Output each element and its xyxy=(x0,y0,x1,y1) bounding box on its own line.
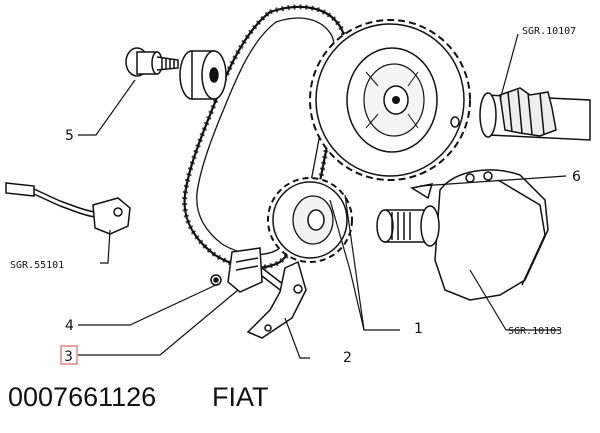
ref-label-sgr-55101: SGR.55101 xyxy=(10,260,64,271)
leader-lines xyxy=(78,33,567,359)
callout-3-highlight xyxy=(60,345,78,365)
crankshaft xyxy=(376,169,549,301)
bracket-plate xyxy=(246,260,307,339)
part-number: 0007661126 xyxy=(8,382,156,412)
crankshaft-sprocket xyxy=(267,177,353,263)
callout-6: 6 xyxy=(572,169,581,185)
callout-2: 2 xyxy=(343,350,352,366)
hub-spacer xyxy=(179,50,227,100)
callout-1: 1 xyxy=(414,321,423,337)
sensor xyxy=(5,182,131,235)
callout-5: 5 xyxy=(65,128,74,144)
bolt xyxy=(125,47,179,77)
callout-4: 4 xyxy=(65,318,74,334)
callout-3: 3 xyxy=(64,349,73,365)
ref-label-sgr-10107: SGR.10107 xyxy=(522,26,576,37)
ref-label-sgr-10103: SGR.10103 xyxy=(508,326,562,337)
camshaft-sprocket xyxy=(309,19,471,181)
camshaft-end xyxy=(450,87,591,141)
chain-tensioner xyxy=(210,247,289,297)
brand-name: FIAT xyxy=(212,382,269,412)
